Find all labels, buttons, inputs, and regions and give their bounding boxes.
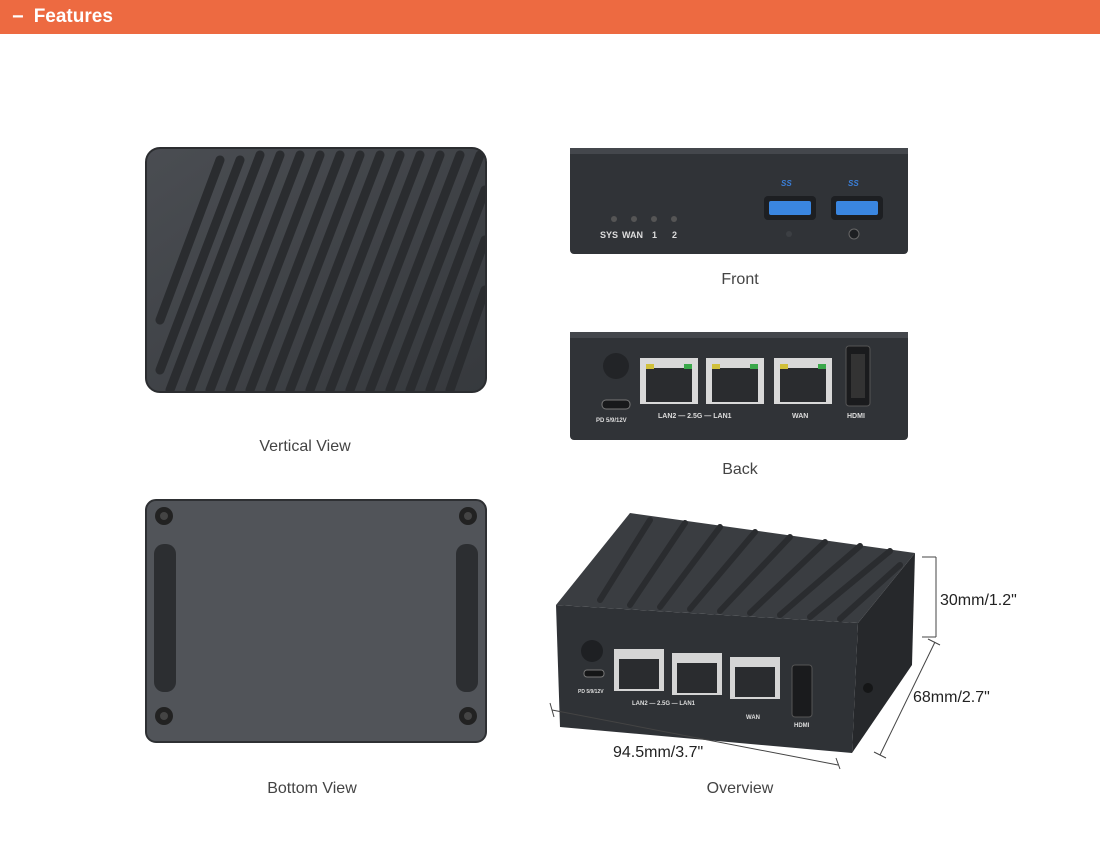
screw-top-left [155, 507, 173, 525]
width-dimension-line [549, 702, 841, 770]
bottom-view-image [145, 499, 487, 743]
overview-lan2-port [614, 649, 664, 691]
overview-power-label: PD 5/9/12V [578, 689, 604, 695]
features-section-header[interactable]: − Features [0, 0, 1100, 34]
overview-hdmi-port [791, 664, 813, 718]
led-label-2: 2 [672, 230, 677, 240]
vertical-view-image [145, 147, 487, 393]
screw-bottom-left [155, 707, 173, 725]
overview-lan1-port [672, 653, 722, 695]
depth-dimension-label: 68mm/2.7" [913, 689, 990, 706]
vertical-view-caption: Vertical View [259, 438, 351, 455]
usb-port-1: SS [764, 179, 816, 220]
led-label-1: 1 [652, 230, 657, 240]
front-caption: Front [721, 271, 759, 288]
led-label-wan: WAN [622, 230, 643, 240]
back-view-image: PD 5/9/12V LAN2 — 2.5G — LAN1 WAN HDMI [570, 332, 908, 440]
svg-text:SS: SS [781, 179, 792, 188]
overview-caption: Overview [706, 780, 774, 797]
height-dimension-label: 30mm/1.2" [940, 592, 1017, 609]
bottom-view-caption: Bottom View [267, 780, 357, 797]
section-title: Features [33, 6, 113, 27]
back-caption: Back [722, 461, 758, 478]
usb-port-2: SS [831, 179, 883, 220]
screw-bottom-right [459, 707, 477, 725]
led-label-sys: SYS [600, 230, 618, 240]
hdmi-label: HDMI [847, 413, 865, 420]
width-dimension-label: 94.5mm/3.7" [613, 744, 703, 761]
wan-port [774, 358, 832, 404]
height-dimension-line [922, 556, 937, 638]
overview-wan-port [730, 657, 780, 699]
lan1-port [706, 358, 764, 404]
led-indicators [611, 216, 677, 222]
overview-wan-label: WAN [746, 715, 760, 721]
power-label: PD 5/9/12V [596, 418, 627, 424]
lan-label: LAN2 — 2.5G — LAN1 [658, 413, 732, 420]
wan-label: WAN [792, 413, 808, 420]
overview-lan-label: LAN2 — 2.5G — LAN1 [632, 701, 696, 707]
front-view-image: SYS WAN 1 2 SS SS [570, 148, 908, 254]
depth-dimension-line [873, 638, 941, 759]
overview-image: PD 5/9/12V LAN2 — 2.5G — LAN1 WAN HDMI 3… [549, 513, 1017, 770]
overview-hdmi-label: HDMI [794, 723, 810, 729]
hdmi-port [845, 345, 871, 407]
screw-top-right [459, 507, 477, 525]
minus-icon[interactable]: − [12, 6, 24, 28]
svg-text:SS: SS [848, 179, 859, 188]
lan2-port [640, 358, 698, 404]
